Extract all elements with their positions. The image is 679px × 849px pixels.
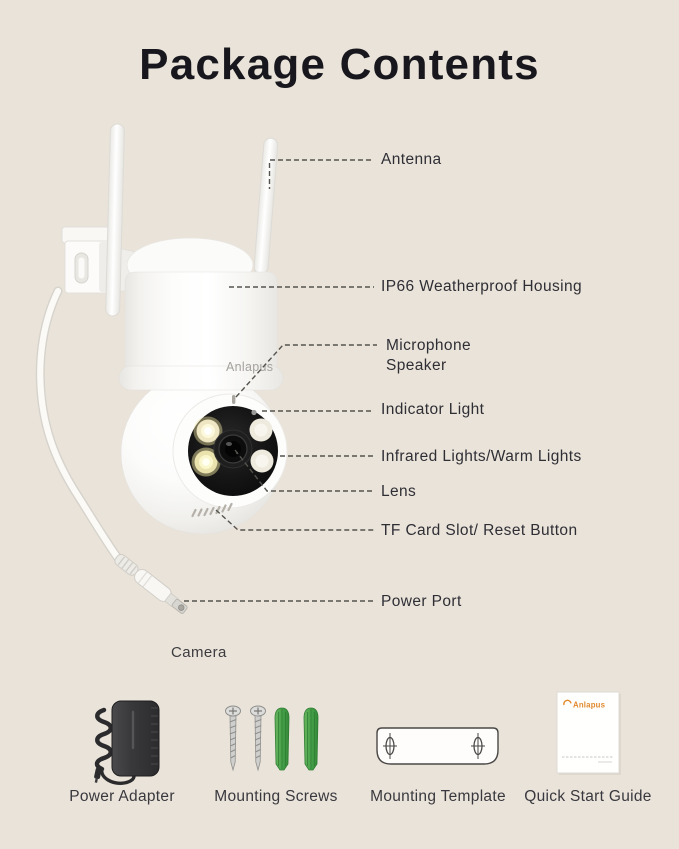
template-hole-icon [383, 733, 397, 759]
guide-logo-icon [563, 699, 572, 706]
indicator-light [251, 409, 257, 416]
wall-anchor-icon [303, 707, 319, 771]
label-tf-card-reset: TF Card Slot/ Reset Button [381, 522, 578, 539]
label-speaker: Speaker [386, 356, 447, 374]
power-cable [35, 286, 125, 566]
antenna-left [105, 123, 125, 317]
wall-anchor-icon [274, 707, 290, 771]
camera-face [172, 393, 288, 518]
label-infrared-warm-lights: Infrared Lights/Warm Lights [381, 448, 582, 465]
page-title: Package Contents [139, 40, 540, 89]
speaker-grille [191, 502, 233, 518]
camera-brand-text: Anlapus [226, 360, 273, 374]
microphone-slit [232, 395, 236, 404]
label-power-port: Power Port [381, 593, 462, 610]
mounting-screws-icon [225, 705, 319, 772]
caption-mounting-screws: Mounting Screws [214, 788, 338, 805]
line-tf-card [215, 509, 374, 531]
caption-power-adapter: Power Adapter [69, 788, 175, 805]
quick-start-guide-icon: Anlapus [556, 691, 621, 775]
label-indicator-light: Indicator Light [381, 401, 485, 418]
power-connector [114, 553, 188, 614]
connector-lines [184, 159, 377, 602]
mounting-template-icon [376, 727, 499, 765]
line-lens [234, 449, 374, 492]
caption-quick-start-guide: Quick Start Guide [524, 788, 652, 805]
label-microphone: Microphone [386, 337, 471, 354]
warm-lights [191, 416, 223, 477]
label-antenna: Antenna [381, 151, 442, 168]
camera-caption: Camera [171, 644, 227, 661]
power-adapter-icon [94, 700, 160, 785]
line-microphone-speaker [235, 344, 377, 398]
screw-icon [250, 705, 266, 772]
infrared-lights [249, 418, 274, 473]
label-weatherproof-housing: IP66 Weatherproof Housing [381, 278, 582, 295]
guide-brand-text: Anlapus [573, 701, 606, 710]
screw-icon [225, 705, 241, 772]
label-lens: Lens [381, 483, 417, 500]
camera-illustration: Anlapus [35, 123, 288, 614]
antenna-right [253, 137, 279, 275]
template-hole-icon [471, 733, 485, 759]
caption-mounting-template: Mounting Template [370, 788, 506, 805]
label-microphone-speaker: Microphone Speaker [386, 336, 471, 375]
lens [213, 429, 253, 469]
